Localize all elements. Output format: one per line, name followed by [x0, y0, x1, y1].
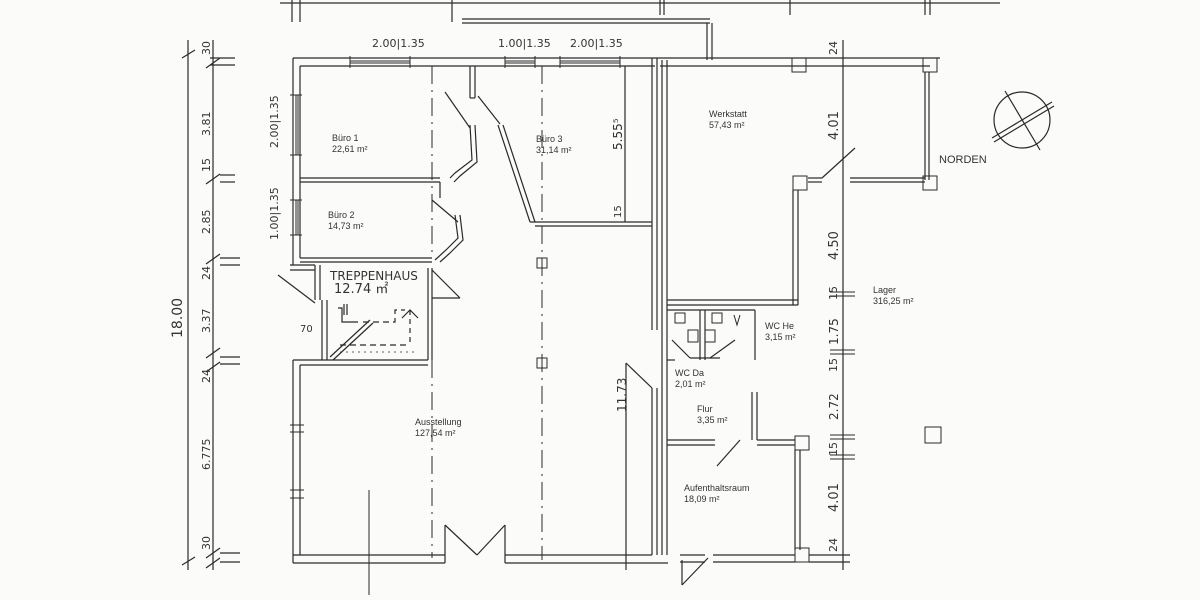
- dim-label: 15: [613, 205, 624, 218]
- dim-label: 4.50: [827, 231, 842, 260]
- room-area: 127,54 m²: [415, 428, 456, 438]
- north-label: NORDEN: [939, 154, 987, 166]
- room-wc-he: WC He 3,15 m²: [765, 321, 796, 343]
- room-area: 2,01 m²: [675, 379, 706, 389]
- stair-offset-label: 70: [300, 324, 313, 335]
- window-dim-label: 1.00|1.35: [498, 37, 551, 50]
- dim-label: 15: [827, 358, 840, 372]
- dim-label: 24: [200, 369, 213, 383]
- dim-label: 2.85: [200, 209, 213, 235]
- room-name: Ausstellung: [415, 417, 462, 427]
- room-bueroe-3: Büro 3 31,14 m²: [536, 134, 572, 156]
- room-name: WC He: [765, 321, 794, 331]
- dim-label: 30: [200, 41, 213, 55]
- window-dim-label: 2.00|1.35: [570, 37, 623, 50]
- room-aufenthaltsraum: Aufenthaltsraum 18,09 m²: [684, 483, 750, 505]
- room-ausstellung: Ausstellung 127,54 m²: [415, 417, 462, 439]
- dim-label: 1.75: [827, 318, 841, 345]
- dim-label: 11.73: [615, 377, 629, 412]
- room-area: 14,73 m²: [328, 221, 364, 231]
- room-werkstatt: Werkstatt 57,43 m²: [709, 109, 747, 131]
- room-bueroe-2: Büro 2 14,73 m²: [328, 210, 364, 232]
- room-lager: Lager 316,25 m²: [873, 285, 914, 307]
- room-name: Büro 1: [332, 133, 359, 143]
- room-area: 57,43 m²: [709, 120, 745, 130]
- room-flur: Flur 3,35 m²: [697, 404, 728, 426]
- room-name: Flur: [697, 404, 713, 414]
- overall-dim-label: 18.00: [170, 297, 186, 338]
- dim-label: 4.01: [827, 111, 842, 140]
- dim-label: 24: [827, 538, 840, 552]
- room-name: Werkstatt: [709, 109, 747, 119]
- window-dim-label: 2.00|1.35: [268, 95, 281, 148]
- window-dim-label: 1.00|1.35: [268, 187, 281, 240]
- room-area: 18,09 m²: [684, 494, 720, 504]
- window-dim-label: 2.00|1.35: [372, 37, 425, 50]
- dim-label: 3.81: [200, 111, 213, 137]
- dim-label: 24: [200, 266, 213, 280]
- dim-label: 2.72: [827, 393, 841, 420]
- dim-label: 15: [200, 158, 213, 172]
- room-name: TREPPENHAUS: [330, 269, 418, 283]
- room-area: 3,35 m²: [697, 415, 728, 425]
- room-name: Büro 2: [328, 210, 355, 220]
- room-area: 31,14 m²: [536, 145, 572, 155]
- room-wc-da: WC Da 2,01 m²: [675, 368, 706, 390]
- room-name: Lager: [873, 285, 897, 295]
- dim-label: 24: [827, 41, 840, 55]
- room-name: Büro 3: [536, 134, 563, 144]
- room-area: 3,15 m²: [765, 332, 796, 342]
- dim-label: 3.37: [200, 308, 213, 334]
- room-bueroe-1: Büro 1 22,61 m²: [332, 133, 368, 155]
- room-treppenhaus: TREPPENHAUS 12.74 ㎡: [330, 269, 418, 297]
- dim-label: 5.55⁵: [611, 118, 625, 150]
- room-area: 316,25 m²: [873, 296, 914, 306]
- dim-label: 4.01: [827, 483, 842, 512]
- room-name: WC Da: [675, 368, 704, 378]
- room-area: 22,61 m²: [332, 144, 368, 154]
- dim-label: 6.775: [200, 438, 213, 471]
- room-area: 12.74 ㎡: [334, 282, 389, 297]
- dim-label: 15: [827, 442, 840, 456]
- dim-label: 15: [827, 286, 840, 300]
- room-name: Aufenthaltsraum: [684, 483, 750, 493]
- dim-label: 30: [200, 536, 213, 550]
